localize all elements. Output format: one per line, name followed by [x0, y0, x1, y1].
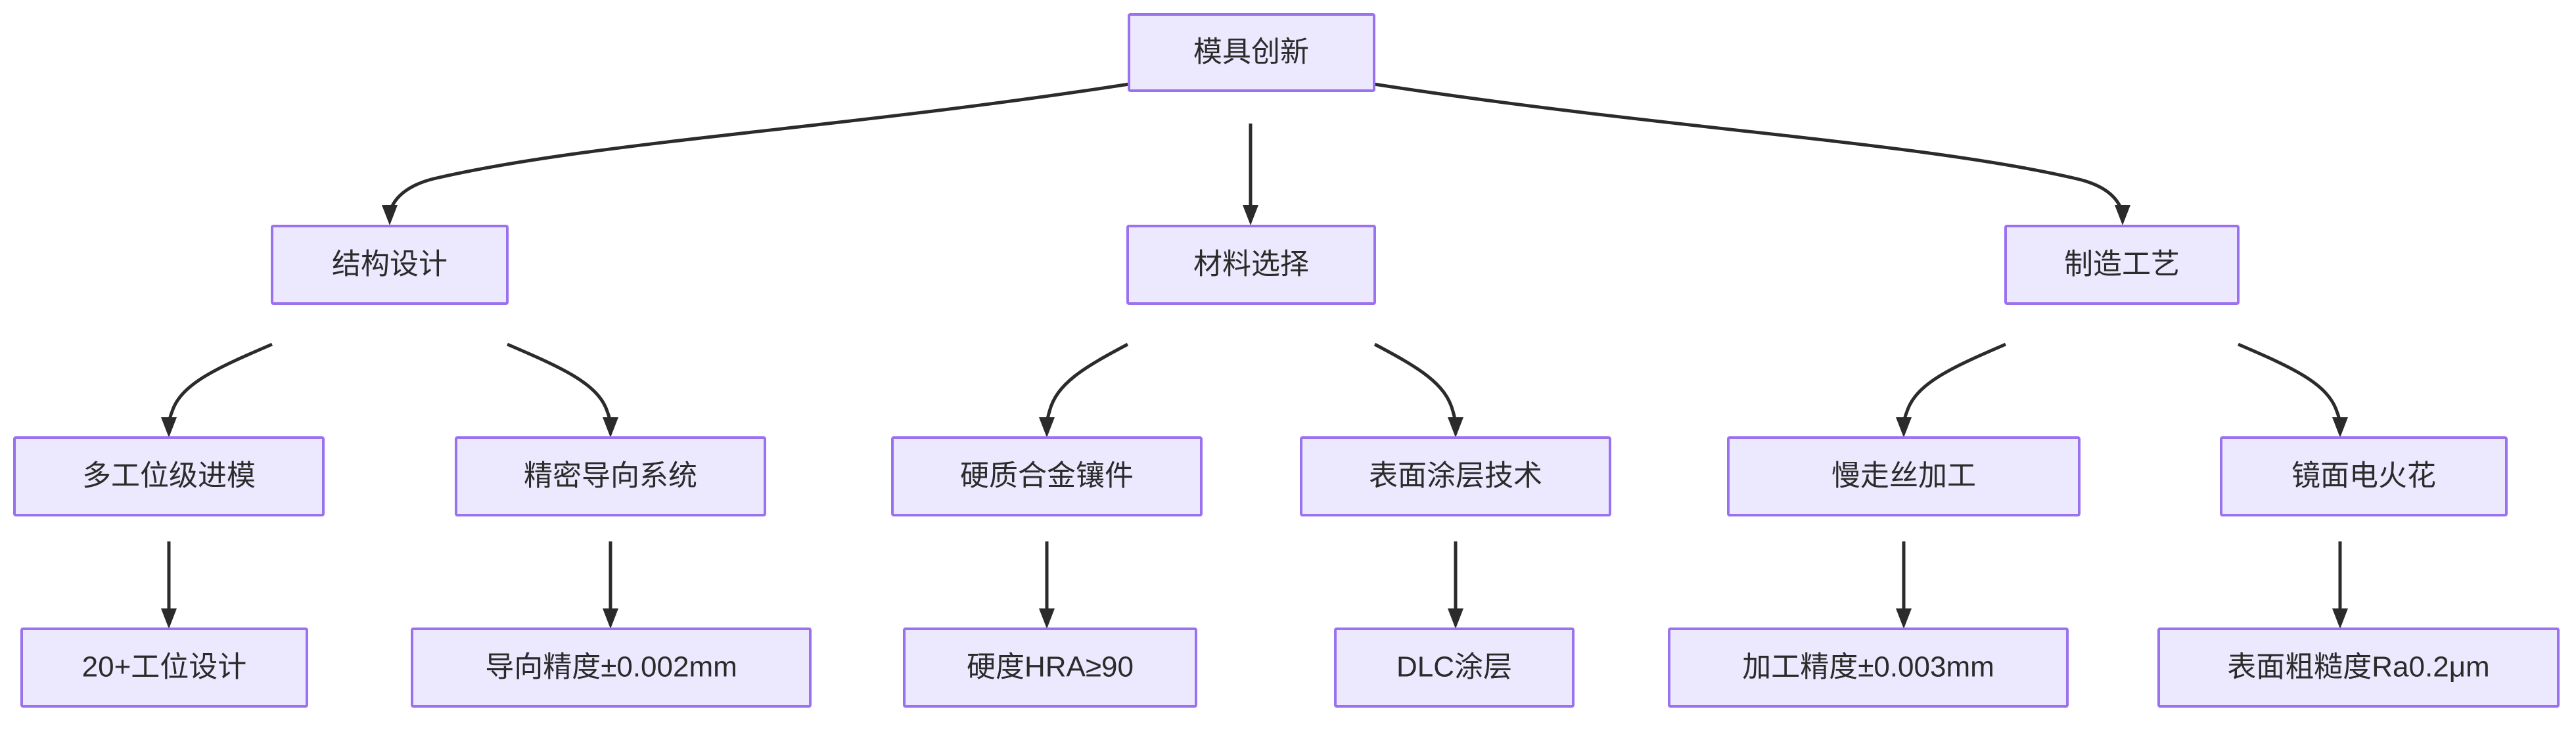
node-struct[interactable]: 结构设计: [271, 225, 509, 305]
edge-root-to-struct: [382, 82, 1130, 225]
node-hardness-box[interactable]: [903, 628, 1197, 708]
node-root-label: 模具创新: [1193, 36, 1309, 68]
node-stations-label: 20+工位设计: [82, 651, 247, 683]
edge-process-to-edm: [2238, 342, 2348, 438]
edge-path-material-to-carbide: [1045, 342, 1129, 426]
node-guide[interactable]: 精密导向系统: [455, 436, 766, 516]
arrowhead-process-to-edm: [2332, 417, 2348, 438]
node-progressive-box[interactable]: [13, 436, 325, 516]
edge-carbide-to-hardness: [1039, 541, 1055, 629]
edge-material-to-carbide: [1039, 342, 1129, 438]
edge-group-level2-to-level3: [161, 342, 2348, 438]
node-dlc[interactable]: DLC涂层: [1334, 628, 1575, 708]
node-struct-label: 结构设计: [332, 248, 448, 281]
arrowhead-root-to-struct: [382, 205, 398, 225]
edge-progressive-to-stations: [161, 541, 177, 629]
edge-coating-to-dlc: [1448, 541, 1463, 629]
edge-struct-to-progressive: [161, 342, 273, 438]
node-machacc-label: 加工精度±0.003mm: [1742, 651, 1994, 683]
node-root-box[interactable]: [1128, 13, 1375, 92]
arrowhead-material-to-carbide: [1039, 417, 1055, 438]
arrowhead-root-to-process: [2115, 205, 2130, 225]
node-wirecut-box[interactable]: [1727, 436, 2081, 516]
node-roughness-box[interactable]: [2157, 628, 2560, 708]
node-machacc[interactable]: 加工精度±0.003mm: [1668, 628, 2069, 708]
node-guideacc-label: 导向精度±0.002mm: [485, 651, 737, 683]
node-guide-label: 精密导向系统: [524, 460, 697, 492]
node-wirecut-label: 慢走丝加工: [1831, 460, 1976, 492]
arrowhead-edm-to-roughness: [2332, 608, 2348, 629]
edge-path-struct-to-progressive: [167, 342, 273, 426]
node-process-label: 制造工艺: [2064, 248, 2180, 281]
node-carbide-box[interactable]: [891, 436, 1203, 516]
edge-path-material-to-coating: [1373, 342, 1458, 426]
node-root[interactable]: 模具创新: [1128, 13, 1375, 92]
arrowhead-process-to-wirecut: [1896, 417, 1912, 438]
node-progressive[interactable]: 多工位级进模: [13, 436, 325, 516]
arrowhead-wirecut-to-machacc: [1896, 608, 1912, 629]
edge-root-to-process: [1373, 82, 2130, 225]
node-edm-label: 镜面电火花: [2291, 460, 2436, 492]
edge-material-to-coating: [1373, 342, 1463, 438]
arrowhead-guide-to-guideacc: [603, 608, 618, 629]
node-material-box[interactable]: [1126, 225, 1376, 305]
node-material[interactable]: 材料选择: [1126, 225, 1376, 305]
node-material-label: 材料选择: [1193, 248, 1309, 281]
node-edm[interactable]: 镜面电火花: [2220, 436, 2508, 516]
edge-guide-to-guideacc: [603, 541, 618, 629]
node-carbide-label: 硬质合金镶件: [960, 460, 1134, 492]
node-guide-box[interactable]: [455, 436, 766, 516]
node-struct-box[interactable]: [271, 225, 509, 305]
node-wirecut[interactable]: 慢走丝加工: [1727, 436, 2081, 516]
node-hardness[interactable]: 硬度HRA≥90: [903, 628, 1197, 708]
node-carbide[interactable]: 硬质合金镶件: [891, 436, 1203, 516]
arrowhead-struct-to-guide: [603, 417, 618, 438]
node-coating[interactable]: 表面涂层技术: [1300, 436, 1611, 516]
node-machacc-box[interactable]: [1668, 628, 2069, 708]
node-dlc-box[interactable]: [1334, 628, 1575, 708]
node-coating-label: 表面涂层技术: [1369, 460, 1542, 492]
edge-path-struct-to-guide: [507, 342, 612, 426]
node-process-box[interactable]: [2004, 225, 2240, 305]
node-roughness[interactable]: 表面粗糙度Ra0.2μm: [2157, 628, 2560, 708]
node-edm-box[interactable]: [2220, 436, 2508, 516]
edge-group-level1-to-level2: [382, 82, 2130, 225]
edge-edm-to-roughness: [2332, 541, 2348, 629]
arrowhead-progressive-to-stations: [161, 608, 177, 629]
node-guideacc-box[interactable]: [411, 628, 812, 708]
node-roughness-label: 表面粗糙度Ra0.2μm: [2227, 651, 2489, 683]
node-hardness-label: 硬度HRA≥90: [967, 651, 1134, 683]
node-coating-box[interactable]: [1300, 436, 1611, 516]
node-stations-box[interactable]: [20, 628, 308, 708]
node-progressive-label: 多工位级进模: [82, 460, 256, 492]
node-dlc-label: DLC涂层: [1396, 651, 1512, 683]
edge-process-to-wirecut: [1896, 342, 2006, 438]
edge-path-process-to-edm: [2238, 342, 2342, 426]
edge-path-process-to-wirecut: [1902, 342, 2006, 426]
node-guideacc[interactable]: 导向精度±0.002mm: [411, 628, 812, 708]
edge-path-root-to-process: [1373, 82, 2125, 214]
edge-group-level3-to-level4: [161, 541, 2348, 629]
arrowhead-coating-to-dlc: [1448, 608, 1463, 629]
edge-wirecut-to-machacc: [1896, 541, 1912, 629]
edge-struct-to-guide: [507, 342, 618, 438]
arrowhead-struct-to-progressive: [161, 417, 177, 438]
arrowhead-root-to-material: [1243, 205, 1258, 225]
edge-path-root-to-struct: [388, 82, 1130, 214]
node-process[interactable]: 制造工艺: [2004, 225, 2240, 305]
arrowhead-material-to-coating: [1448, 417, 1463, 438]
node-stations[interactable]: 20+工位设计: [20, 628, 308, 708]
arrowhead-carbide-to-hardness: [1039, 608, 1055, 629]
edge-root-to-material: [1243, 124, 1258, 225]
